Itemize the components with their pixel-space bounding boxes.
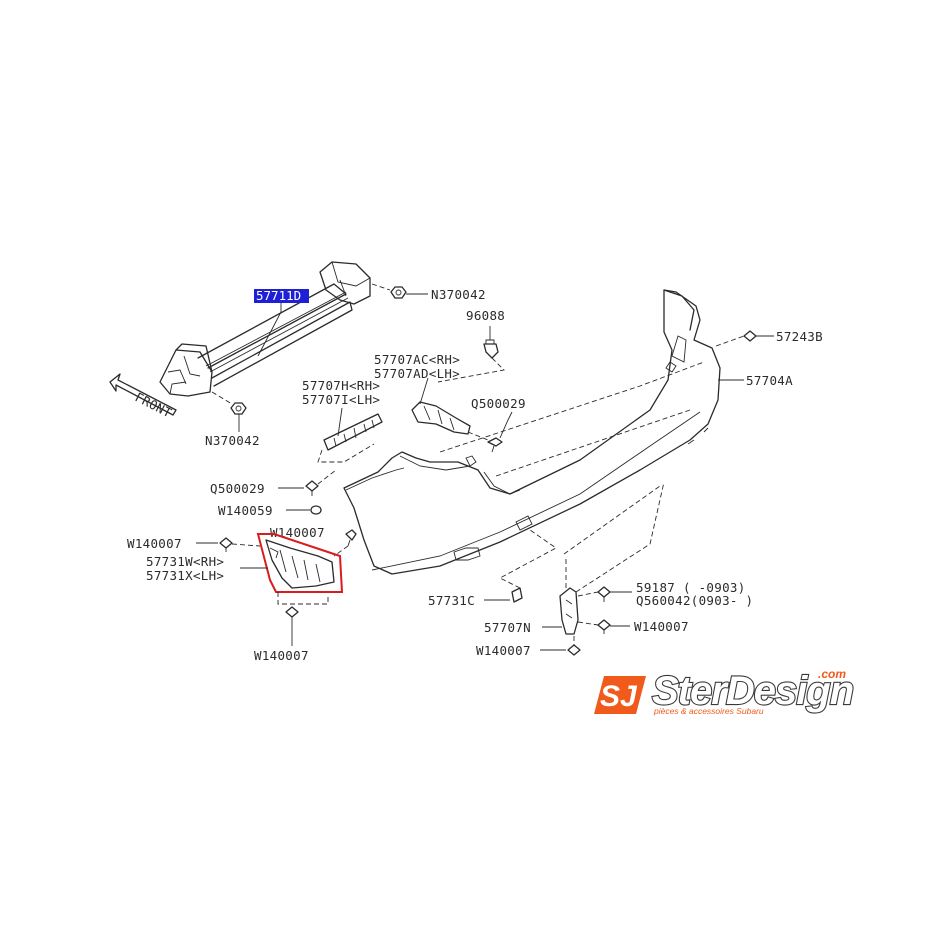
part-label-n370042-bottom[interactable]: N370042: [205, 433, 260, 448]
part-label-w140007-lower[interactable]: W140007: [476, 643, 531, 658]
nut-icon: [230, 402, 247, 415]
part-label-57711d[interactable]: 57711D: [256, 288, 301, 303]
clip-icon: [285, 606, 299, 622]
side-spacer-bracket[interactable]: [265, 539, 335, 589]
clip-icon: [567, 644, 581, 656]
part-label-96088[interactable]: 96088: [466, 308, 505, 323]
front-direction-label: FRONT: [133, 389, 175, 420]
screw-icon: [305, 480, 319, 496]
side-bracket-upper[interactable]: [411, 401, 471, 435]
sj-logo-mark: [594, 676, 646, 714]
plug-icon: [743, 330, 757, 342]
part-label-w140007-left[interactable]: W140007: [127, 536, 182, 551]
clip-icon: [219, 537, 233, 552]
part-label-57731w[interactable]: 57731W<RH>: [146, 554, 224, 569]
lower-bracket[interactable]: [559, 587, 579, 635]
clip-icon: [597, 619, 611, 634]
part-label-57707ad[interactable]: 57707AD<LH>: [374, 366, 460, 381]
part-label-w140007-bracket[interactable]: W140007: [634, 619, 689, 634]
cap-icon: [511, 587, 523, 603]
part-label-57707i[interactable]: 57707I<LH>: [302, 392, 380, 407]
clip-icon: [345, 529, 357, 547]
rear-bumper-cover[interactable]: [343, 289, 721, 575]
part-label-w140007-upper[interactable]: W140007: [270, 525, 325, 540]
clip-icon: [310, 505, 322, 515]
retainer-bracket[interactable]: [323, 413, 383, 451]
part-label-57731c[interactable]: 57731C: [428, 593, 475, 608]
logo-tagline: pièces & accessoires Subaru: [653, 706, 764, 716]
part-label-w140007-bottom[interactable]: W140007: [254, 648, 309, 663]
screw-icon: [597, 586, 611, 602]
part-label-q560042[interactable]: Q560042(0903- ): [636, 593, 753, 608]
part-label-57731x[interactable]: 57731X<LH>: [146, 568, 224, 583]
sterdesign-logo[interactable]: SJ SterDesign .com pièces & accessoires …: [594, 667, 855, 716]
nut-icon: [390, 286, 407, 299]
part-label-57707n[interactable]: 57707N: [484, 620, 531, 635]
clip-icon: [483, 339, 499, 359]
part-label-q500029-left[interactable]: Q500029: [210, 481, 265, 496]
screw-icon: [487, 437, 503, 453]
part-label-57707ac[interactable]: 57707AC<RH>: [374, 352, 460, 367]
part-label-57704a[interactable]: 57704A: [746, 373, 793, 388]
front-arrow-icon: [109, 373, 177, 416]
part-label-w140059[interactable]: W140059: [218, 503, 273, 518]
part-label-57707h[interactable]: 57707H<RH>: [302, 378, 380, 393]
logo-mark-text: SJ: [600, 680, 638, 713]
highlight-box: [254, 289, 309, 303]
rear-bumper-beam[interactable]: [159, 261, 371, 397]
part-label-n370042-top[interactable]: N370042: [431, 287, 486, 302]
part-label-q500029-right[interactable]: Q500029: [471, 396, 526, 411]
part-label-57243b[interactable]: 57243B: [776, 329, 823, 344]
part-label-59187[interactable]: 59187 ( -0903): [636, 580, 746, 595]
selection-outline: [256, 533, 344, 593]
leader-line: [257, 303, 282, 357]
logo-domain: .com: [818, 667, 846, 681]
logo-wordmark: SterDesign: [652, 669, 853, 713]
